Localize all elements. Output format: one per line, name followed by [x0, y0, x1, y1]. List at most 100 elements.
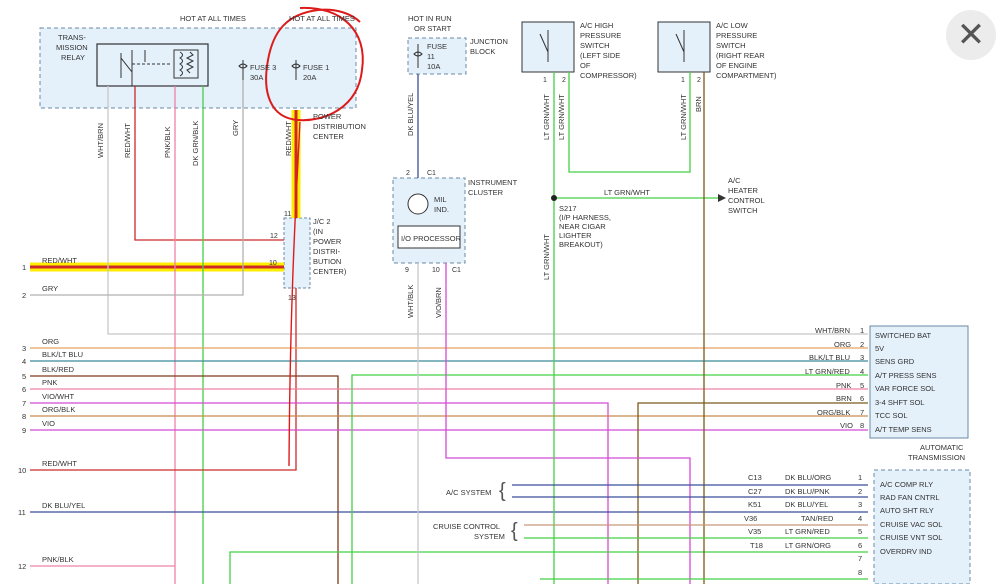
close-button[interactable]: ✕ [946, 10, 996, 60]
fuse3-label-1: FUSE 3 [250, 63, 276, 72]
jc2-connector [283, 217, 311, 289]
at-pin: 2 [860, 340, 864, 349]
vertical-wire-label: LT GRN/WHT [679, 94, 688, 140]
ac-heater-label-3: CONTROL [728, 196, 765, 205]
pcm-conn: V35 [748, 527, 761, 536]
vertical-wire-label: DK GRN/BLK [191, 121, 200, 166]
arrow-head-icon [718, 194, 726, 202]
ac-heater-label-1: A/C [728, 176, 741, 185]
lt-grn-wht-wire-label: LT GRN/WHT [604, 188, 650, 197]
cruise-label-1: CRUISE CONTROL [433, 522, 500, 531]
pcm-pin: 6 [858, 541, 862, 550]
ac-high-label-5: OF [580, 61, 591, 70]
pcm-func: CRUISE VAC SOL [880, 520, 942, 529]
pcm-pin: 8 [858, 568, 862, 577]
fuse3-label-2: 30A [250, 73, 263, 82]
left-wire-num: 4 [22, 357, 26, 366]
red-annotation-line [288, 121, 301, 467]
pin-label: 13 [288, 295, 296, 302]
vertical-wire-label: LT GRN/WHT [542, 94, 551, 140]
mil-lamp-icon [407, 193, 429, 215]
io-processor-box [397, 225, 461, 249]
pcm-pin: 2 [858, 487, 862, 496]
at-title-1: AUTOMATIC [920, 443, 964, 452]
at-func: SENS GRD [875, 357, 915, 366]
mil-label-1: MIL [434, 195, 447, 204]
vertical-wire-label: RED/WHT [284, 121, 293, 156]
left-wire-label: RED/WHT [42, 256, 77, 265]
pin-label: 11 [284, 211, 291, 218]
relay-label-2: MISSION [56, 43, 88, 52]
fuse1-label-2: 20A [303, 73, 316, 82]
splice-label-5: BREAKOUT) [559, 240, 603, 249]
left-wire-num: 9 [22, 426, 26, 435]
pcm-conn: V36 [744, 514, 757, 523]
at-pin: 8 [860, 421, 864, 430]
fuse11-label-1: FUSE [427, 42, 447, 51]
pin-label: 12 [270, 233, 278, 240]
left-wire-num: 11 [18, 508, 26, 517]
pcm-wire: LT GRN/ORG [785, 541, 831, 550]
at-pin: 6 [860, 394, 864, 403]
pcm-conn: T18 [750, 541, 763, 550]
pcm-pin: 4 [858, 514, 862, 523]
left-wire-label: RED/WHT [42, 459, 77, 468]
at-wire-label: BLK/LT BLU [809, 353, 850, 362]
junction-block-label-1: JUNCTION [470, 37, 508, 46]
pcm-func: RAD FAN CNTRL [880, 493, 940, 502]
fuse-11-icon [413, 44, 423, 68]
left-wire-label: BLK/RED [42, 365, 75, 374]
at-pin: 1 [860, 326, 864, 335]
left-wire-label: PNK [42, 378, 57, 387]
or-start-label: OR START [414, 24, 452, 33]
left-wire-label: BLK/LT BLU [42, 350, 83, 359]
pcm-wire: DK BLU/YEL [785, 500, 828, 509]
cluster-label-2: CLUSTER [468, 188, 504, 197]
splice-s217-dot [551, 195, 557, 201]
at-wire-label: ORG [834, 340, 851, 349]
pcm-pin: 5 [858, 527, 862, 536]
at-wire-label: WHT/BRN [815, 326, 850, 335]
at-pin: 4 [860, 367, 864, 376]
ac-low-label-5: OF ENGINE [716, 61, 757, 70]
junction-block-label-2: BLOCK [470, 47, 495, 56]
jc2-label-6: CENTER) [313, 267, 347, 276]
jc2-label-2: (IN [313, 227, 323, 236]
cruise-label-2: SYSTEM [474, 532, 505, 541]
fuse-1-icon [291, 60, 301, 80]
ac-high-label-3: SWITCH [580, 41, 610, 50]
at-wire-label: LT GRN/RED [805, 367, 850, 376]
at-func: SWITCHED BAT [875, 331, 932, 340]
vertical-wire-label: VIO/BRN [434, 287, 443, 318]
vertical-wire-label: LT GRN/WHT [557, 94, 566, 140]
auto-transmission-box [869, 325, 969, 439]
pin-label: 2 [562, 77, 566, 84]
relay-switch-icon [120, 49, 199, 86]
at-wire-label: PNK [836, 381, 851, 390]
left-wire-label: DK BLU/YEL [42, 501, 85, 510]
at-func: TCC SOL [875, 411, 908, 420]
splice-label-2: (I/P HARNESS, [559, 213, 611, 222]
jc2-label-3: POWER [313, 237, 342, 246]
vertical-wire-label: GRY [231, 120, 240, 136]
cluster-label-1: INSTRUMENT [468, 178, 518, 187]
ac-low-label-2: PRESSURE [716, 31, 757, 40]
ac-high-label-4: (LEFT SIDE [580, 51, 620, 60]
pin-label: 9 [405, 267, 409, 274]
relay-label-1: TRANS- [58, 33, 86, 42]
pcm-pin: 3 [858, 500, 862, 509]
pcm-conn: C13 [748, 473, 762, 482]
close-icon: ✕ [956, 15, 986, 55]
fuse11-label-3: 10A [427, 62, 440, 71]
pin-label: 10 [432, 267, 440, 274]
ac-system-brace: { [499, 480, 506, 502]
splice-label-4: LIGHTER [559, 231, 592, 240]
hot-at-all-times-label-2: HOT AT ALL TIMES [289, 14, 355, 23]
pcm-pin: 7 [858, 554, 862, 563]
left-wire-label: ORG/BLK [42, 405, 75, 414]
fuse11-label-2: 11 [427, 52, 435, 61]
left-wire-num: 6 [22, 385, 26, 394]
left-wire-label: VIO [42, 419, 55, 428]
left-wire-num: 2 [22, 291, 26, 300]
